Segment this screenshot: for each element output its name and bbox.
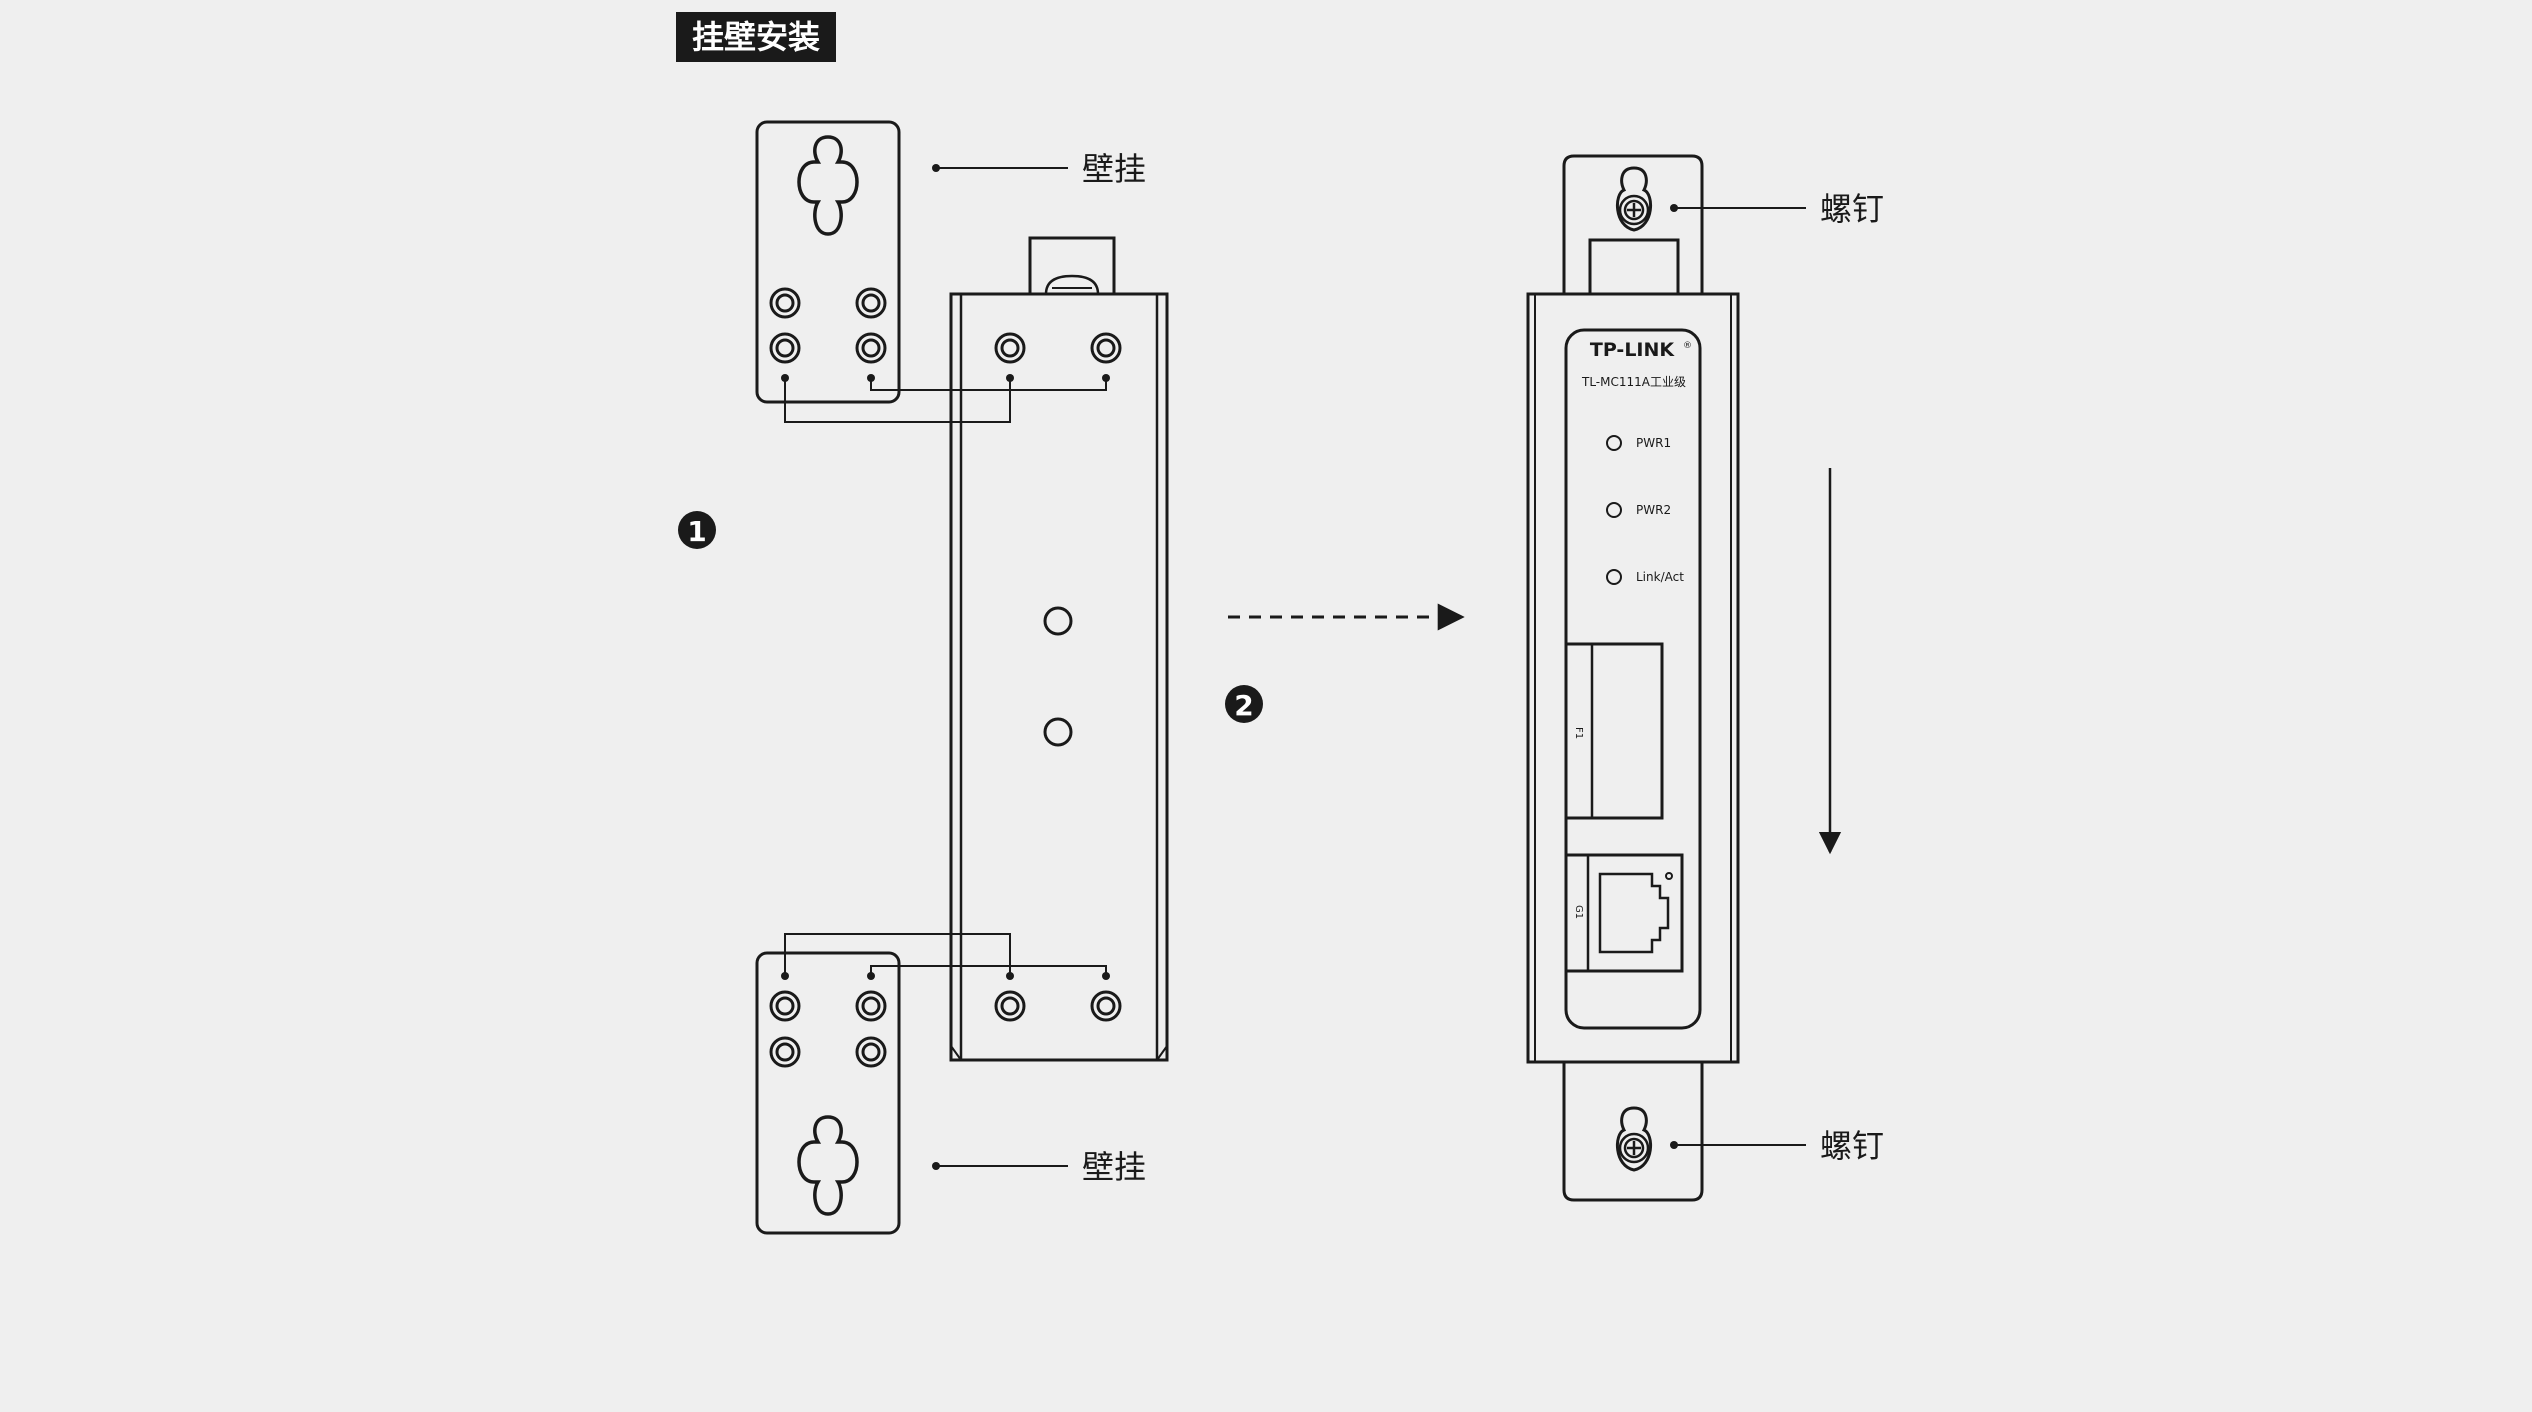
bracket-bottom-hole-4: [855, 1036, 887, 1068]
led-pwr2-indicator: [1606, 502, 1622, 518]
leader-screw-top: [1670, 204, 1806, 212]
step-2-number: 2: [1234, 689, 1253, 722]
fiber-port-label: F1: [1573, 727, 1584, 739]
device-brand: TP-LINK: [1590, 339, 1676, 361]
leader-bracket-bottom: [932, 1162, 1068, 1170]
device-model: TL-MC111A工业级: [1581, 375, 1686, 389]
bracket-top-hole-3: [769, 332, 801, 364]
bracket-top-hole-2: [855, 287, 887, 319]
mounting-plate: [1562, 154, 1704, 1202]
alignment-lines-top: [781, 374, 1110, 423]
step-1-number: 1: [687, 515, 706, 548]
section-title-badge: 挂壁安装: [676, 12, 836, 62]
wall-bracket-top: [755, 120, 901, 404]
led-link-act-label: Link/Act: [1636, 570, 1684, 584]
screw-bottom-icon: [1618, 1132, 1650, 1164]
led-link-act: Link/Act: [1606, 569, 1684, 585]
device-back-view: [949, 236, 1169, 1062]
device-back-hole-bottom-left: [994, 990, 1026, 1022]
bracket-bottom-hole-3: [769, 1036, 801, 1068]
bracket-bottom-hole-1: [769, 990, 801, 1022]
bracket-top-hole-4: [855, 332, 887, 364]
step-1-badge: 1: [678, 511, 716, 549]
fiber-port: [1564, 642, 1664, 820]
led-pwr2-label: PWR2: [1636, 503, 1671, 517]
section-title: 挂壁安装: [692, 18, 820, 56]
led-pwr2: PWR2: [1606, 502, 1671, 518]
device-registered-mark: ®: [1683, 341, 1692, 351]
wall-bracket-bottom: [755, 951, 901, 1235]
leader-screw-bottom: [1670, 1141, 1806, 1149]
ethernet-port: [1564, 853, 1684, 973]
led-pwr1: PWR1: [1606, 435, 1671, 451]
device-back-hole-bottom-right: [1090, 990, 1122, 1022]
alignment-lines-bottom: [781, 933, 1110, 980]
screw-top-icon: [1618, 194, 1650, 226]
device-front-view: [1526, 292, 1740, 1064]
label-bracket-top: 壁挂: [1082, 150, 1146, 188]
led-link-act-indicator: [1606, 569, 1622, 585]
step-2-badge: 2: [1225, 685, 1263, 723]
label-screw-bottom: 螺钉: [1820, 1127, 1884, 1165]
device-back-hole-top-left: [994, 332, 1026, 364]
label-bracket-bottom: 壁挂: [1082, 1148, 1146, 1186]
led-pwr1-indicator: [1606, 435, 1622, 451]
leader-bracket-top: [932, 164, 1068, 172]
led-pwr1-label: PWR1: [1636, 436, 1671, 450]
ethernet-port-label: G1: [1573, 905, 1584, 919]
bracket-bottom-hole-2: [855, 990, 887, 1022]
device-back-hole-top-right: [1090, 332, 1122, 364]
bracket-top-hole-1: [769, 287, 801, 319]
label-screw-top: 螺钉: [1820, 190, 1884, 228]
